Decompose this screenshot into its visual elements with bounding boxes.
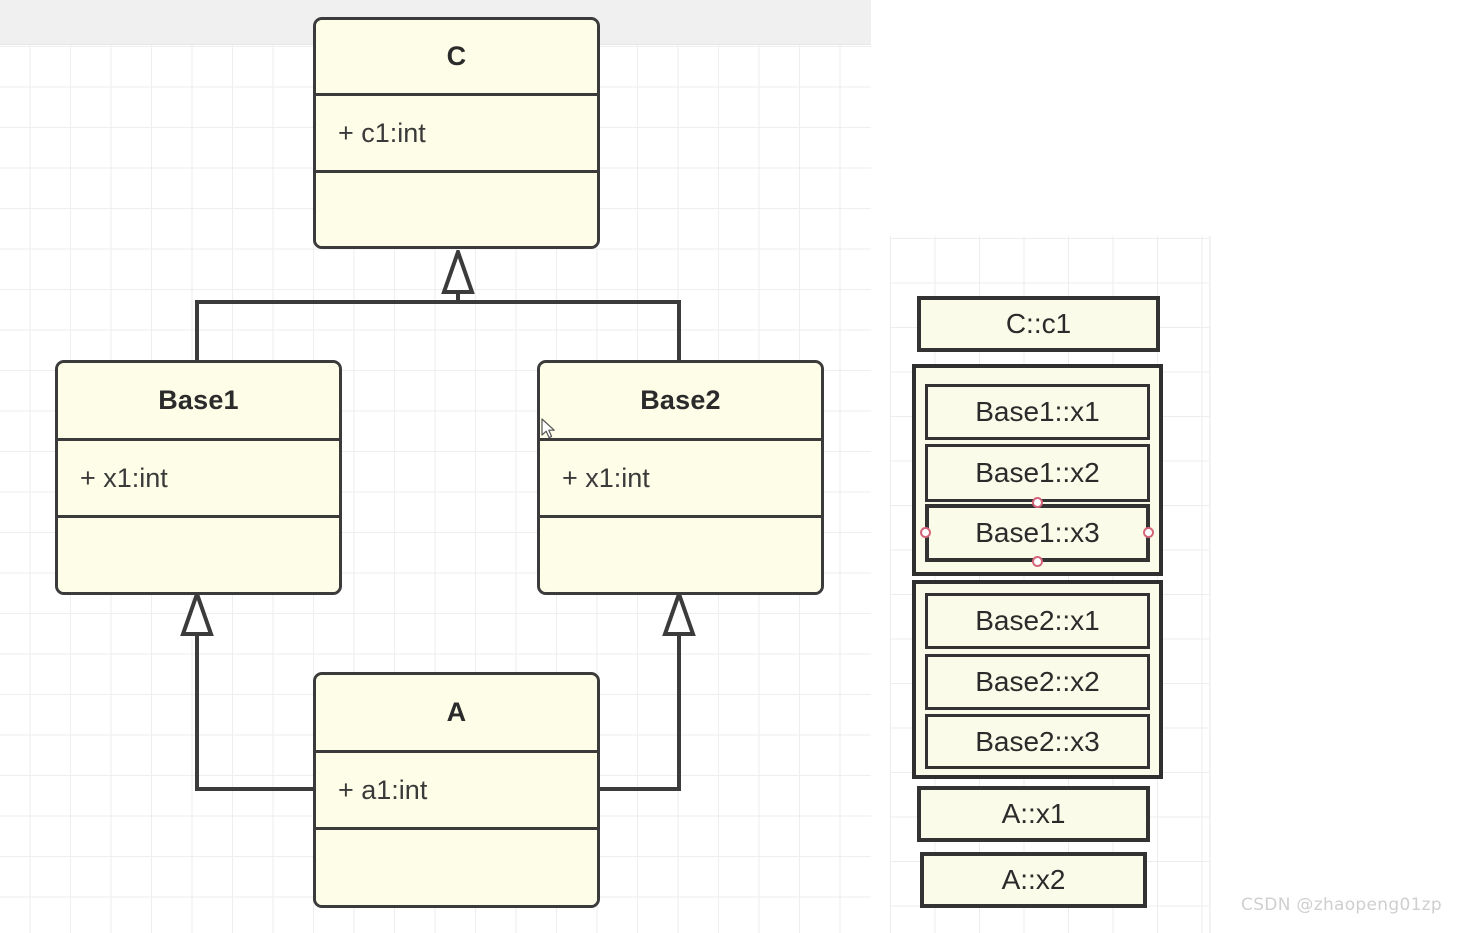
memory-slot-c-c1[interactable]: C::c1 [917,296,1160,352]
uml-class-c-title: C [316,20,597,96]
connector-to-base1 [195,300,199,362]
uml-class-base2-title: Base2 [540,363,821,441]
uml-class-base2[interactable]: Base2 + x1:int [537,360,824,595]
selection-handle-top[interactable] [1032,497,1043,508]
uml-class-a[interactable]: A + a1:int [313,672,600,908]
uml-class-c-operations [316,173,597,246]
connector-a-left-bar [195,787,317,791]
memory-slot-base1-x3[interactable]: Base1::x3 [925,504,1150,562]
memory-slot-a-x2[interactable]: A::x2 [920,852,1147,908]
uml-class-base2-operations [540,518,821,592]
memory-slot-a-x1[interactable]: A::x1 [917,786,1150,842]
memory-slot-base2-x2[interactable]: Base2::x2 [925,654,1150,710]
selection-handle-bottom[interactable] [1032,556,1043,567]
csdn-watermark: CSDN @zhaopeng01zp [1241,895,1442,915]
uml-class-base1-title: Base1 [58,363,339,441]
selection-handle-right[interactable] [1143,527,1154,538]
generalization-arrowhead-base1 [180,592,214,636]
connector-a-to-base2 [677,628,681,791]
connector-c-stub [456,292,460,304]
selection-handle-left[interactable] [920,527,931,538]
uml-class-a-operations [316,830,597,905]
uml-class-base2-attributes: + x1:int [540,441,821,518]
connector-branch-bar [195,300,681,304]
connector-to-base2 [677,300,681,362]
uml-class-c-attributes: + c1:int [316,96,597,173]
uml-class-a-attributes: + a1:int [316,753,597,830]
uml-class-base1[interactable]: Base1 + x1:int [55,360,342,595]
generalization-arrowhead-base2 [662,592,696,636]
uml-class-diagram-canvas[interactable]: C + c1:int Base1 + x1:int Base2 + x1:int… [0,0,871,933]
uml-class-base1-operations [58,518,339,592]
object-memory-layout-canvas[interactable]: C::c1 Base1::x1 Base1::x2 Base1::x3 Base… [871,0,1460,933]
connector-a-to-base1 [195,628,199,791]
generalization-arrowhead-c [441,250,475,294]
uml-class-c[interactable]: C + c1:int [313,17,600,249]
uml-class-a-title: A [316,675,597,753]
memory-slot-base2-x3[interactable]: Base2::x3 [925,714,1150,769]
memory-slot-base1-x1[interactable]: Base1::x1 [925,384,1150,440]
uml-class-base1-attributes: + x1:int [58,441,339,518]
memory-slot-base1-x2[interactable]: Base1::x2 [925,444,1150,502]
connector-a-right-bar [597,787,681,791]
memory-slot-base2-x1[interactable]: Base2::x1 [925,593,1150,649]
